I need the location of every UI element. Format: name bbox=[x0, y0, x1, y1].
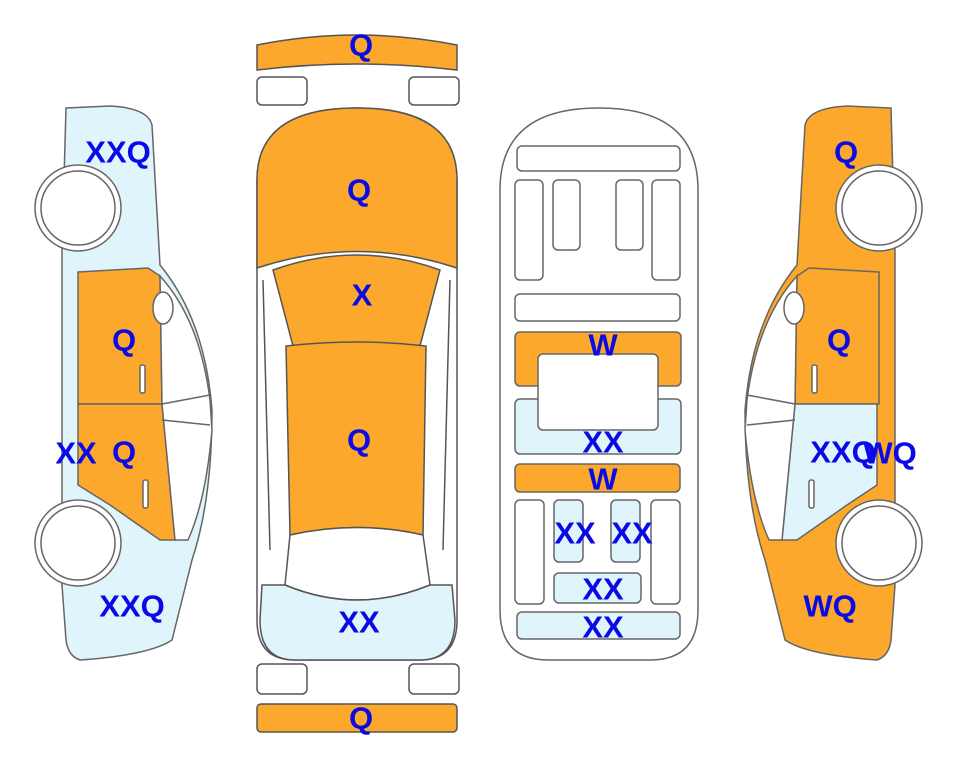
left-rear-door-label: Q bbox=[111, 434, 137, 470]
right-rear-door-label: XXQ bbox=[810, 434, 876, 470]
rear-bumper-label: Q bbox=[348, 700, 374, 736]
left-front-fender-label: XXQ bbox=[85, 134, 151, 170]
right-rocker-label: WQ bbox=[863, 435, 917, 471]
hood-label: Q bbox=[346, 172, 372, 208]
left-front-door-label: Q bbox=[111, 322, 137, 358]
roof-label: Q bbox=[346, 422, 372, 458]
interior-view bbox=[499, 107, 699, 661]
left-window bbox=[159, 274, 213, 541]
front-bumper bbox=[256, 34, 458, 71]
windshield-label: X bbox=[351, 277, 373, 313]
right-rear-fender-label: WQ bbox=[803, 588, 857, 624]
right-side-view bbox=[744, 105, 923, 661]
left-rear-fender-label: XXQ bbox=[99, 588, 165, 624]
right-front-fender-label: Q bbox=[833, 134, 859, 170]
left-side-view bbox=[34, 105, 213, 661]
interior-middle-label: W bbox=[588, 461, 618, 497]
top-view bbox=[256, 34, 460, 733]
hood bbox=[256, 107, 458, 270]
interior-rear-left-seat-label: XX bbox=[554, 515, 596, 551]
left-rocker-label: XX bbox=[55, 435, 97, 471]
interior-rear-right-seat-label: XX bbox=[611, 515, 653, 551]
front-bumper-label: Q bbox=[348, 27, 374, 63]
trunk bbox=[259, 584, 456, 661]
rear-bumper bbox=[256, 703, 458, 733]
right-front-door-label: Q bbox=[826, 322, 852, 358]
rear-window bbox=[284, 526, 431, 601]
interior-console-label: XX bbox=[582, 424, 624, 460]
trunk-label: XX bbox=[338, 604, 380, 640]
interior-cargo-label: XX bbox=[582, 609, 624, 645]
interior-rear-seat-label: XX bbox=[582, 571, 624, 607]
interior-front-label: W bbox=[588, 327, 618, 363]
